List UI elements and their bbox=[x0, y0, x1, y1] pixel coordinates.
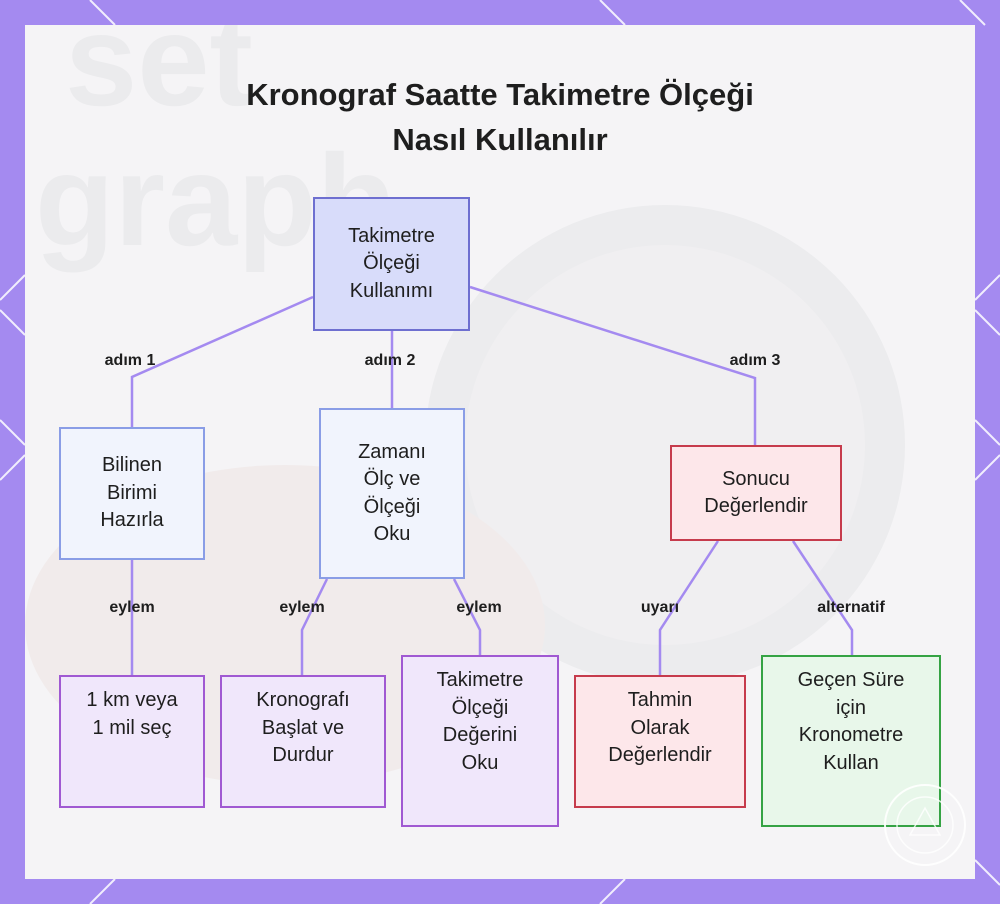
edge-root-step3 bbox=[469, 285, 757, 445]
title-line-1: Kronograf Saatte Takimetre Ölçeği bbox=[246, 77, 754, 112]
edge-label-step3: adım 3 bbox=[729, 352, 781, 369]
edge-step2-leaf3 bbox=[452, 578, 482, 655]
edge-label-leaf3: eylem bbox=[456, 599, 502, 616]
node-step1-label: Bilinen Birimi Hazırla bbox=[100, 454, 164, 532]
watermark-text-set: set bbox=[65, 25, 253, 133]
node-leaf4-label: Tahmin Olarak Değerlendir bbox=[608, 689, 712, 766]
node-step2: Zamanı Ölç ve Ölçeği Oku bbox=[319, 408, 465, 579]
node-leaf3: Takimetre Ölçeği Değerini Oku bbox=[401, 655, 559, 827]
node-leaf2-label: Kronografı Başlat ve Durdur bbox=[256, 689, 350, 766]
node-leaf1: 1 km veya 1 mil seç bbox=[59, 675, 205, 808]
watermark-logo-icon bbox=[884, 784, 966, 866]
edge-label-leaf1: eylem bbox=[109, 599, 155, 616]
edge-label-leaf4: uyarı bbox=[640, 599, 680, 616]
node-step2-label: Zamanı Ölç ve Ölçeği Oku bbox=[358, 440, 426, 546]
title-line-2: Nasıl Kullanılır bbox=[392, 122, 608, 157]
node-leaf3-label: Takimetre Ölçeği Değerini Oku bbox=[436, 669, 524, 774]
node-root-label: Takimetre Ölçeği Kullanımı bbox=[348, 224, 435, 302]
node-step3: Sonucu Değerlendir bbox=[670, 445, 842, 541]
page-title: Kronograf Saatte Takimetre Ölçeği Nasıl … bbox=[0, 72, 1000, 162]
edge-label-step1: adım 1 bbox=[104, 352, 156, 369]
node-step3-label: Sonucu Değerlendir bbox=[704, 467, 808, 518]
node-leaf4: Tahmin Olarak Değerlendir bbox=[574, 675, 746, 808]
edge-label-leaf5: alternatif bbox=[817, 599, 885, 616]
edge-root-step1 bbox=[130, 295, 314, 427]
edge-label-step2: adım 2 bbox=[364, 352, 416, 369]
edge-step2-leaf2 bbox=[300, 578, 329, 675]
watch-dial-shape bbox=[465, 245, 865, 645]
node-leaf1-label: 1 km veya 1 mil seç bbox=[86, 689, 178, 739]
node-leaf2: Kronografı Başlat ve Durdur bbox=[220, 675, 386, 808]
node-root: Takimetre Ölçeği Kullanımı bbox=[313, 197, 470, 331]
node-leaf5: Geçen Süre için Kronometre Kullan bbox=[761, 655, 941, 827]
node-step1: Bilinen Birimi Hazırla bbox=[59, 427, 205, 560]
edge-label-leaf2: eylem bbox=[279, 599, 325, 616]
node-leaf5-label: Geçen Süre için Kronometre Kullan bbox=[797, 669, 905, 774]
edge-step3-leaf4 bbox=[658, 540, 720, 675]
edge-step3-leaf5 bbox=[791, 540, 854, 655]
